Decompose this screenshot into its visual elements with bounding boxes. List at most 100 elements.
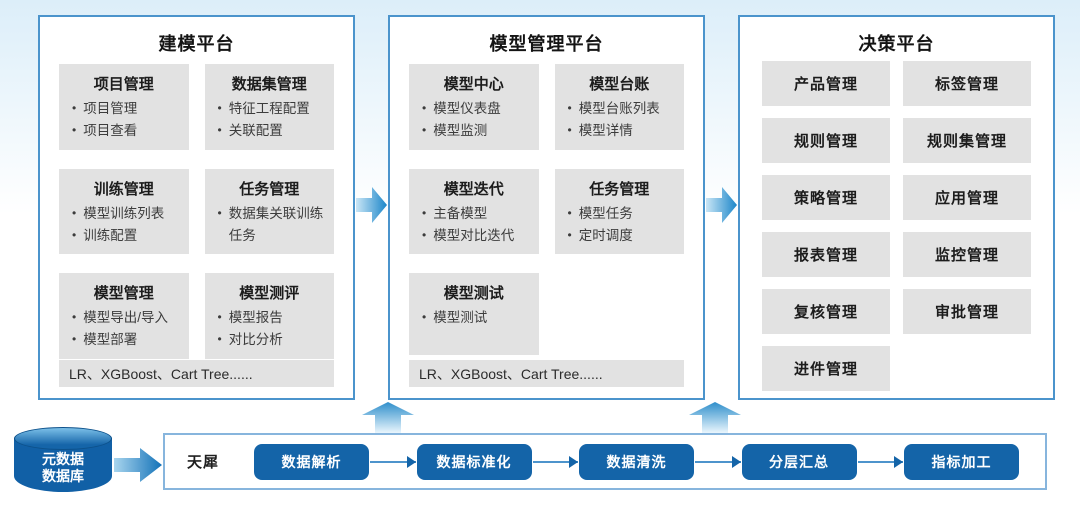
section-box: 任务管理 • 模型任务 • 定时调度 bbox=[554, 168, 684, 255]
database-cylinder-top bbox=[14, 427, 112, 450]
section-title: 模型中心 bbox=[443, 76, 504, 93]
bullet-item: •模型测试 bbox=[413, 307, 535, 329]
bullet-text: 模型详情 bbox=[578, 122, 633, 138]
decision-buttons-grid: 产品管理标签管理规则管理规则集管理策略管理应用管理报表管理监控管理复核管理审批管… bbox=[762, 61, 1031, 391]
bullet-item: •对比分析 bbox=[209, 329, 331, 351]
bullet-icon: • bbox=[567, 205, 572, 220]
panel-title: 模型管理平台 bbox=[489, 34, 604, 54]
bullet-text: 关联配置 bbox=[228, 122, 283, 138]
section-box: 项目管理•项目管理•项目查看 bbox=[59, 64, 189, 150]
bullet-text: 对比分析 bbox=[228, 332, 283, 348]
decision-button: 产品管理 bbox=[762, 61, 890, 106]
bullet-item: • 模型部署 bbox=[63, 329, 185, 351]
data-pipeline-bar: 天犀 数据解析 数据标准化 数据清洗 分层汇总 指标加工 bbox=[163, 433, 1047, 490]
bullet-text: 模型台账列表 bbox=[578, 101, 660, 116]
section-title: 模型迭代 bbox=[443, 180, 504, 198]
decision-button: 审批管理 bbox=[903, 289, 1031, 334]
bullet-icon: • bbox=[422, 101, 427, 115]
bullet-text: 训练配置 bbox=[83, 227, 138, 243]
bullet-text: 项目管理 bbox=[83, 101, 138, 116]
metadata-database-icon: 元数据 数据库 bbox=[14, 427, 112, 501]
bullet-icon: • bbox=[217, 205, 222, 220]
bullet-icon: • bbox=[567, 227, 572, 242]
bullet-icon: • bbox=[72, 101, 77, 115]
section-title: 数据集管理 bbox=[231, 76, 307, 93]
decision-button: 规则集管理 bbox=[903, 118, 1031, 163]
bullet-item: • 数据集关联训练任务 bbox=[209, 203, 331, 247]
pipeline-step-button: 指标加工 bbox=[904, 443, 1019, 480]
section-box: 模型测评•模型报告•对比分析 bbox=[204, 273, 334, 360]
bullet-item: •模型监测 bbox=[413, 120, 535, 142]
bullet-text: 模型导出/导入 bbox=[83, 310, 168, 326]
flow-arrow-icon bbox=[532, 455, 578, 468]
bullet-text: 模型测试 bbox=[433, 310, 488, 326]
section-title: 模型管理 bbox=[93, 285, 154, 303]
bullet-text: 定时调度 bbox=[578, 227, 633, 243]
decision-button: 标签管理 bbox=[903, 61, 1031, 106]
section-box: 模型测试•模型测试 bbox=[409, 273, 539, 356]
bullet-item: • 定时调度 bbox=[559, 225, 681, 247]
modeling-platform-panel: 建模平台 项目管理•项目管理•项目查看数据集管理•特征工程配置•关联配置训练管理… bbox=[38, 15, 355, 400]
decision-button: 规则管理 bbox=[762, 118, 890, 163]
right-arrow-icon bbox=[356, 187, 387, 223]
section-box: 数据集管理 • 特征工程配置• 关联配置 bbox=[204, 64, 334, 150]
bullet-text: 主备模型 bbox=[433, 205, 488, 221]
bullet-text: 模型报告 bbox=[228, 310, 283, 326]
pipeline-step-button: 数据标准化 bbox=[416, 443, 532, 480]
panel-title: 建模平台 bbox=[158, 34, 235, 54]
algorithms-footer: LR、XGBoost、Cart Tree...... bbox=[409, 360, 684, 387]
algorithms-footer: LR、XGBoost、Cart Tree...... bbox=[59, 360, 334, 387]
bullet-text: 模型任务 bbox=[578, 205, 633, 221]
sections-grid: 项目管理•项目管理•项目查看数据集管理•特征工程配置•关联配置训练管理•模型训练… bbox=[59, 64, 334, 360]
section-title: 项目管理 bbox=[93, 76, 154, 93]
up-arrow-icon bbox=[362, 402, 414, 433]
bullet-item: • 模型导出/导入 bbox=[63, 307, 185, 329]
bullet-text: 模型对比迭代 bbox=[433, 227, 515, 243]
section-title: 任务管理 bbox=[589, 180, 650, 198]
up-arrow-icon bbox=[689, 402, 741, 433]
bullet-icon: • bbox=[72, 332, 77, 347]
bullet-item: •模型报告 bbox=[209, 307, 331, 329]
bullet-item: •模型训练列表 bbox=[63, 203, 185, 225]
flow-arrow-icon bbox=[695, 455, 741, 468]
bullet-icon: • bbox=[422, 122, 427, 137]
engine-label: 天犀 bbox=[187, 454, 220, 471]
panel-title: 决策平台 bbox=[858, 34, 935, 54]
decision-button: 应用管理 bbox=[903, 175, 1031, 220]
bullet-text: 数据集关联训练任务 bbox=[228, 205, 324, 243]
bullet-icon: • bbox=[72, 310, 77, 325]
decision-button: 策略管理 bbox=[762, 175, 890, 220]
section-box: 模型台账•模型台账列表•模型详情 bbox=[554, 64, 684, 150]
bullet-text: 模型部署 bbox=[83, 332, 138, 348]
bullet-icon: • bbox=[72, 122, 77, 137]
pipeline-step-button: 分层汇总 bbox=[741, 443, 857, 480]
pipeline-step-button: 数据清洗 bbox=[579, 443, 694, 480]
bullet-icon: • bbox=[72, 227, 77, 242]
bullet-item: • 训练配置 bbox=[63, 225, 185, 247]
right-arrow-icon bbox=[114, 448, 162, 482]
sections-grid: 模型中心•模型仪表盘•模型监测模型台账•模型台账列表•模型详情模型迭代•主备模型… bbox=[409, 64, 684, 356]
bullet-item: •模型仪表盘 bbox=[413, 98, 535, 120]
right-arrow-icon bbox=[706, 187, 737, 223]
section-box: 训练管理•模型训练列表•训练配置 bbox=[59, 168, 189, 255]
bullet-icon: • bbox=[422, 205, 427, 220]
bullet-icon: • bbox=[217, 101, 222, 115]
model-management-platform-panel: 模型管理平台 模型中心•模型仪表盘•模型监测模型台账•模型台账列表•模型详情模型… bbox=[388, 15, 705, 400]
bullet-item: • 主备模型 bbox=[413, 203, 535, 225]
bullet-icon: • bbox=[567, 122, 572, 137]
section-box: 模型中心 •模型仪表盘•模型监测 bbox=[409, 64, 539, 150]
bullet-item: • 项目管理 bbox=[63, 98, 185, 120]
bullet-item: • 特征工程配置 bbox=[209, 98, 331, 120]
bullet-icon: • bbox=[72, 205, 77, 220]
flow-arrow-icon bbox=[370, 455, 416, 468]
decision-button: 进件管理 bbox=[762, 346, 890, 391]
bullet-text: 特征工程配置 bbox=[228, 101, 310, 116]
decision-button: 复核管理 bbox=[762, 289, 890, 334]
decision-button: 监控管理 bbox=[903, 232, 1031, 277]
section-box: 模型迭代 • 主备模型 •模型对比迭代 bbox=[409, 168, 539, 255]
bullet-item: •模型对比迭代 bbox=[413, 225, 535, 247]
bullet-icon: • bbox=[567, 101, 572, 115]
pipeline-step-button: 数据解析 bbox=[254, 443, 369, 480]
flow-arrow-icon bbox=[857, 455, 903, 468]
